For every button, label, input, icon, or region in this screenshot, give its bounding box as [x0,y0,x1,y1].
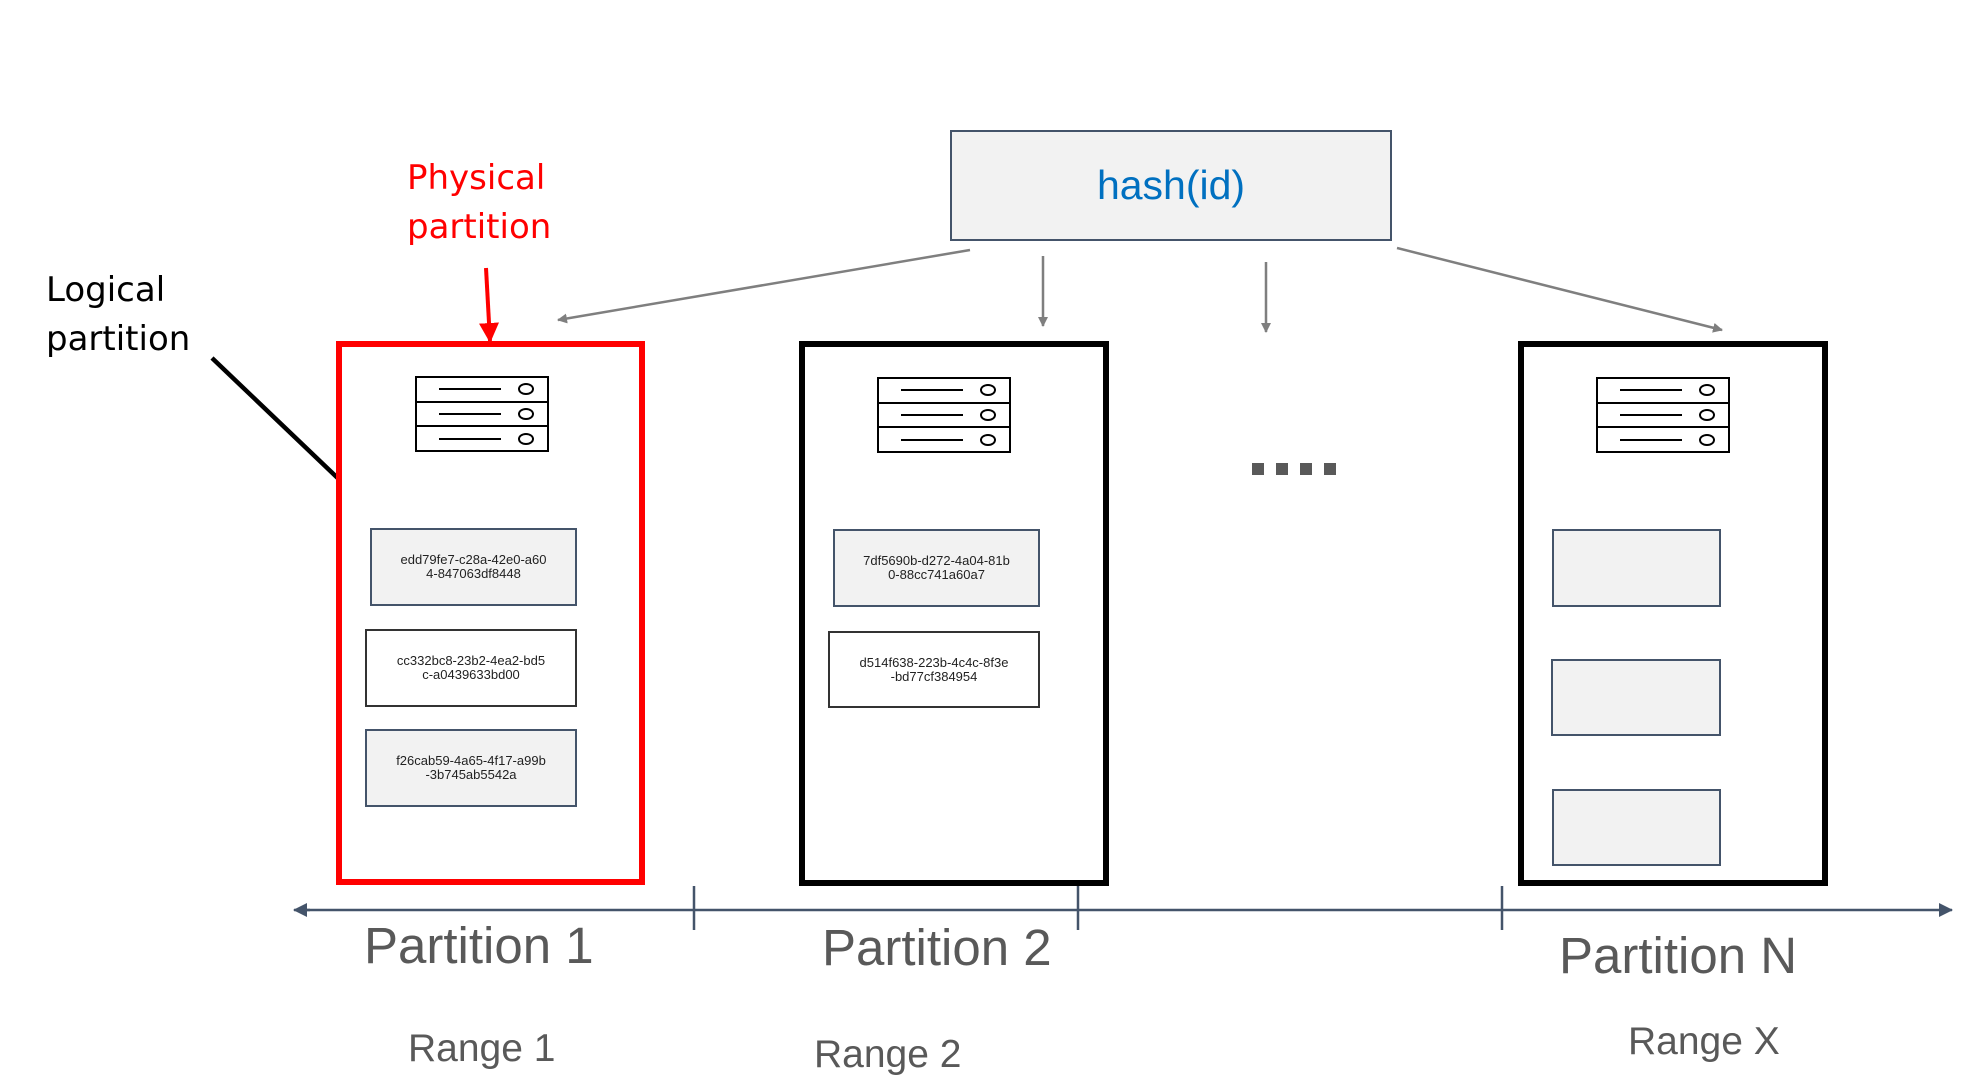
range-2-label: Range 2 [814,1033,962,1076]
logical-partition-item: d514f638-223b-4c4c-8f3e-bd77cf384954 [828,631,1040,708]
logical-partition-annotation: Logical partition [46,270,191,359]
server-icon [877,377,1011,453]
partition-2-label: Partition 2 [822,919,1052,976]
logical-partition-item: cc332bc8-23b2-4ea2-bd5c-a0439633bd00 [365,629,577,707]
hash-label: hash(id) [1096,162,1246,208]
server-icon [415,376,549,452]
hash-arrow-n [1396,246,1723,333]
logical-partition-item: edd79fe7-c28a-42e0-a604-847063df8448 [370,528,577,606]
physical-partition-arrow [479,267,500,343]
logical-partition-item [1552,789,1721,866]
hash-arrow-1 [557,248,971,324]
logical-partition-item [1552,529,1721,607]
range-1-label: Range 1 [408,1027,556,1070]
hash-function-box: hash(id) [950,130,1392,241]
server-icon [1596,377,1730,453]
logical-partition-item: 7df5690b-d272-4a04-81b0-88cc741a60a7 [833,529,1040,607]
partition-1-label: Partition 1 [364,917,594,974]
partition-n-label: Partition N [1559,927,1798,984]
logical-partition-item [1551,659,1721,736]
physical-partition-annotation: Physical partition [407,158,552,247]
more-partitions-ellipsis [1252,463,1336,475]
range-x-label: Range X [1628,1020,1780,1063]
logical-partition-item: f26cab59-4a65-4f17-a99b-3b745ab5542a [365,729,577,807]
